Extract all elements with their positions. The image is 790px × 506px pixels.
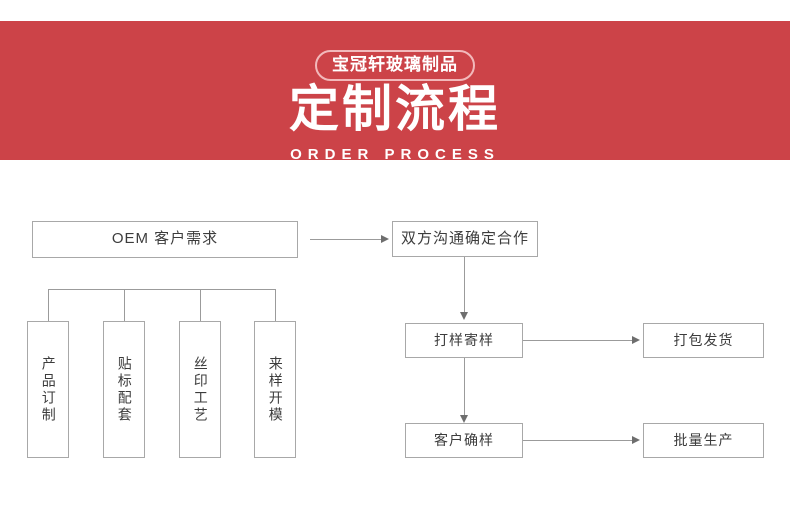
flow-node-sample: 打样寄样	[405, 323, 523, 358]
flow-node-branch-1: 产品订制	[27, 321, 69, 458]
arrowhead-communicate-to-sample-icon	[460, 312, 468, 320]
flow-node-pack: 打包发货	[643, 323, 764, 358]
flow-node-branch-4: 来样开模	[254, 321, 296, 458]
connector-communicate-to-sample	[464, 257, 465, 312]
header-banner: 宝冠轩玻璃制品 定制流程 ORDER PROCESS	[0, 21, 790, 172]
page-subtitle: ORDER PROCESS	[290, 146, 500, 163]
flow-node-communicate: 双方沟通确定合作	[392, 221, 538, 257]
flow-node-oem: OEM 客户需求	[32, 221, 298, 258]
connector-branch-drop-2	[124, 289, 125, 321]
title-underline	[370, 168, 420, 172]
page-title: 定制流程	[289, 81, 501, 137]
connector-oem-to-communicate	[310, 239, 382, 240]
connector-sample-to-pack	[523, 340, 633, 341]
arrowhead-confirm-to-mass-icon	[632, 436, 640, 444]
arrowhead-sample-to-confirm-icon	[460, 415, 468, 423]
brand-badge: 宝冠轩玻璃制品	[315, 50, 475, 81]
connector-confirm-to-mass	[523, 440, 633, 441]
flow-node-branch-2: 贴标配套	[103, 321, 145, 458]
connector-branch-drop-1	[48, 289, 49, 321]
arrowhead-sample-to-pack-icon	[632, 336, 640, 344]
connector-sample-to-confirm	[464, 358, 465, 415]
flow-node-mass: 批量生产	[643, 423, 764, 458]
connector-branch-drop-3	[200, 289, 201, 321]
flow-node-branch-3: 丝印工艺	[179, 321, 221, 458]
flow-node-confirm: 客户确样	[405, 423, 523, 458]
connector-branch-drop-4	[275, 289, 276, 321]
arrowhead-oem-to-communicate-icon	[381, 235, 389, 243]
flow-chart: OEM 客户需求 产品订制 贴标配套 丝印工艺 来样开模 双方沟通确定合作 打样…	[0, 160, 790, 506]
connector-branch-bus	[48, 289, 276, 290]
